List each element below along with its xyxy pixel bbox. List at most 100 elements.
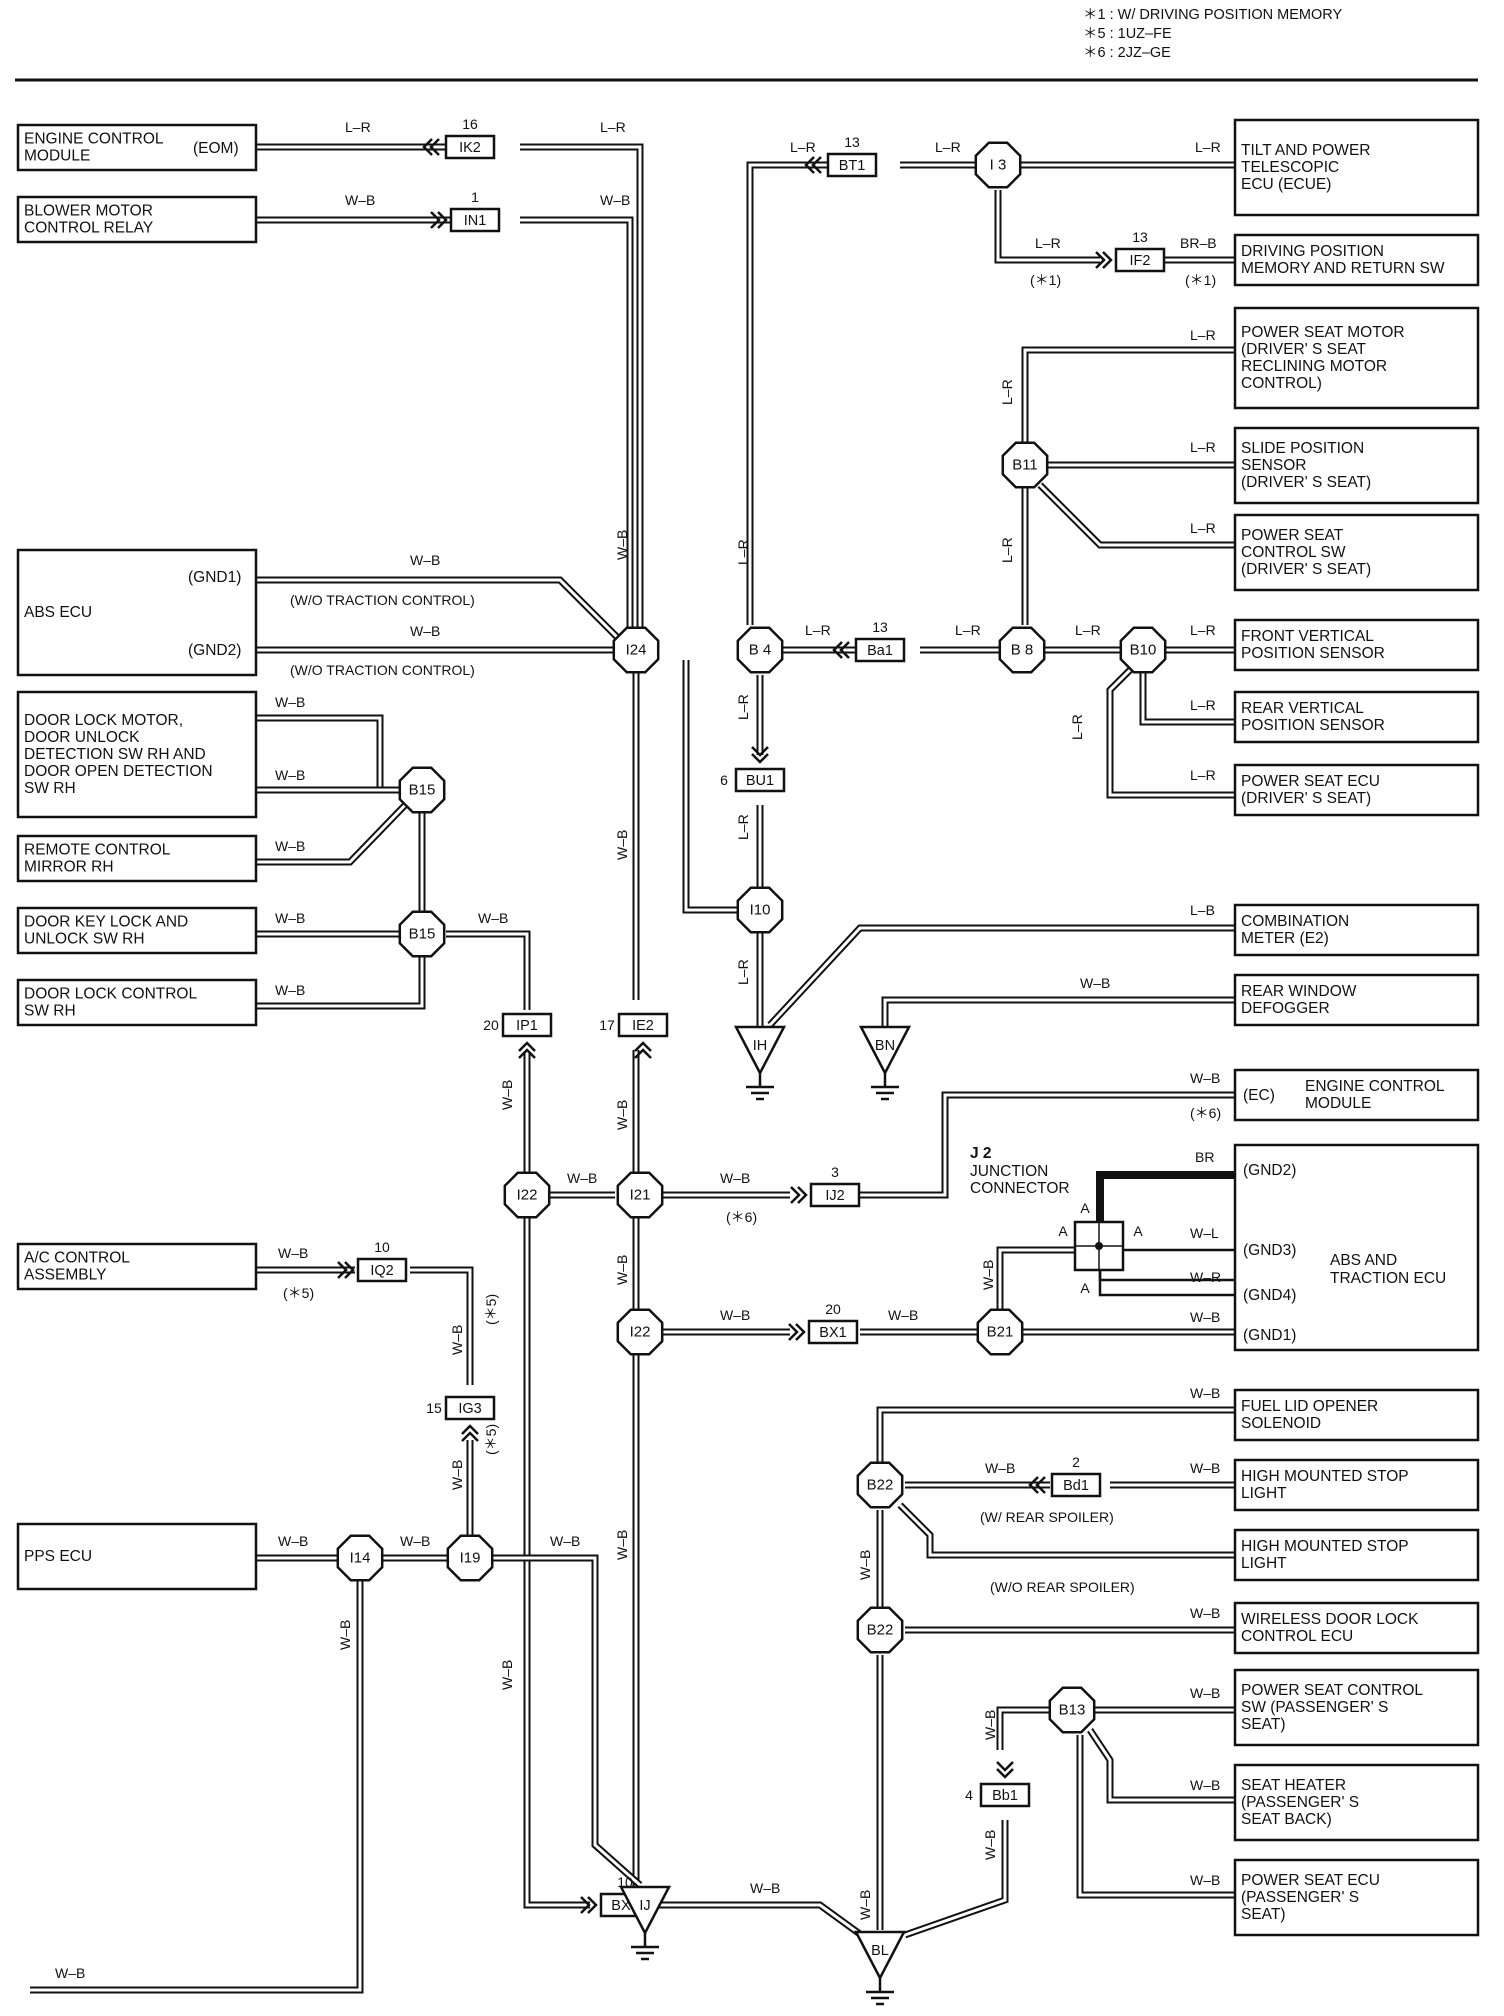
slide-line-1: SLIDE POSITION [1241, 440, 1364, 457]
component-abs: ABS ECU(GND1)(GND2) [16, 548, 258, 677]
condition-4: (＊6) [1190, 1105, 1221, 1121]
ac-box [16, 1242, 258, 1291]
wire-combo-defog [767, 924, 1235, 1030]
wire-label-8: W–B [275, 838, 305, 854]
pseatsw-box [1233, 1668, 1480, 1747]
splice-I22a-label: I22 [517, 1187, 538, 1204]
splice-I3-label: I 3 [990, 157, 1007, 174]
wire-label-14: L–R [1195, 139, 1221, 155]
abs-box [16, 548, 258, 677]
stop1-box [1233, 1458, 1480, 1512]
wire-label-18: L–R [1190, 439, 1216, 455]
drivingpos-line-2: MEMORY AND RETURN SW [1241, 260, 1445, 277]
abs-pin-gnd2: (GND2) [188, 642, 241, 659]
component-seatecu: POWER SEAT ECU(DRIVER' S SEAT) [1233, 763, 1480, 817]
doorlockmotor-line-5: SW RH [24, 780, 76, 797]
seatsw-line-3: (DRIVER' S SEAT) [1241, 561, 1371, 578]
wire-label-44: W–B [1190, 1605, 1220, 1621]
connector-IK2-label: IK2 [459, 140, 481, 156]
splice-I19-label: I19 [460, 1550, 481, 1567]
abstrac-pin-gnd1: (GND1) [1243, 1327, 1296, 1344]
wire-label-v11: W–B [614, 1530, 630, 1560]
wireless-line-2: CONTROL ECU [1241, 1628, 1353, 1645]
wire-label-23: L–R [1190, 622, 1216, 638]
seatmotor-line-2: (DRIVER' S SEAT [1241, 341, 1367, 358]
wire-gnd4 [1098, 1270, 1237, 1297]
connector-IJ2-arrow [790, 1186, 808, 1204]
wire-label-3: W–B [600, 192, 630, 208]
ac-line-1: A/C CONTROL [24, 1250, 130, 1267]
j2-pin-a2: A [1058, 1223, 1068, 1239]
condition-0: (W/O TRACTION CONTROL) [290, 592, 475, 608]
splice-B11: B11 [1001, 441, 1049, 489]
pseatecu-box [1233, 1858, 1480, 1937]
frontvert-line-2: POSITION SENSOR [1241, 645, 1385, 662]
doorlockmotor-line-4: DOOR OPEN DETECTION [24, 763, 213, 780]
splice-I24: I24 [612, 626, 660, 674]
splice-I22b-label: I22 [630, 1324, 651, 1341]
abstrac-line1: ABS AND [1330, 1252, 1397, 1269]
wire-label-v7: W–B [614, 530, 630, 560]
connector-IF2-arrow [1095, 251, 1113, 269]
j2-pin-a1: A [1080, 1200, 1090, 1216]
connector-Bb1-pin: 4 [965, 1787, 973, 1803]
wires [30, 143, 1237, 1994]
wire-i22-bx1-b21 [660, 1246, 1235, 1336]
splice-B11-label: B11 [1012, 457, 1038, 474]
splice-I14-label: I14 [350, 1550, 371, 1567]
wire-label-v14: W–B [449, 1460, 465, 1490]
splice-I10: I10 [736, 886, 784, 934]
splice-B13: B13 [1048, 1686, 1096, 1734]
wire-label-v16: W–B [337, 1620, 353, 1650]
wire-label-21: L–R [955, 622, 981, 638]
tilt-box [1233, 118, 1480, 217]
slide-line-2: SENSOR [1241, 457, 1306, 474]
junction-connector-j2: J 2 JUNCTION CONNECTOR A A A A [970, 1145, 1143, 1296]
connector-Bd1-pin: 2 [1072, 1454, 1080, 1470]
wire-ac-ig3 [256, 1266, 474, 1385]
connector-IQ2-arrow [337, 1261, 355, 1279]
wire-ip1-i22 [523, 1052, 615, 1909]
wire-label-v13: W–B [449, 1325, 465, 1355]
wire-label-49: W–B [55, 1965, 85, 1981]
wire-label-32: W–L [1190, 1225, 1219, 1241]
wire-abs-i24 [256, 576, 623, 654]
wire-label-47: W–B [1190, 1872, 1220, 1888]
connector-IK2-pin: 16 [462, 116, 478, 132]
mirror-box [16, 834, 258, 883]
drivingpos-box [1233, 233, 1480, 287]
connector-IN1-arrow [430, 211, 448, 229]
wire-label-29: W–B [567, 1170, 597, 1186]
wire-label-15: L–R [1035, 235, 1061, 251]
wireless-box [1233, 1601, 1480, 1655]
connector-IK2-arrow [422, 138, 440, 156]
j2-line1: JUNCTION [970, 1163, 1048, 1180]
wire-label-0: L–R [345, 119, 371, 135]
seatecu-box [1233, 763, 1480, 817]
condition-7: (W/ REAR SPOILER) [980, 1509, 1114, 1525]
splice-I10-label: I10 [750, 902, 771, 919]
stop1-line-1: HIGH MOUNTED STOP [1241, 1468, 1409, 1485]
wire-label-v21: W–B [982, 1830, 998, 1860]
splice-B22b-label: B22 [867, 1622, 894, 1639]
connector-BU1-pin: 6 [720, 772, 728, 788]
wire-label-2: W–B [345, 192, 375, 208]
splice-B4: B 4 [736, 626, 784, 674]
component-abstrac: (GND2)(GND3)(GND4)(GND1)ABS ANDTRACTION … [1233, 1143, 1480, 1352]
stop2-line-2: LIGHT [1241, 1555, 1287, 1572]
